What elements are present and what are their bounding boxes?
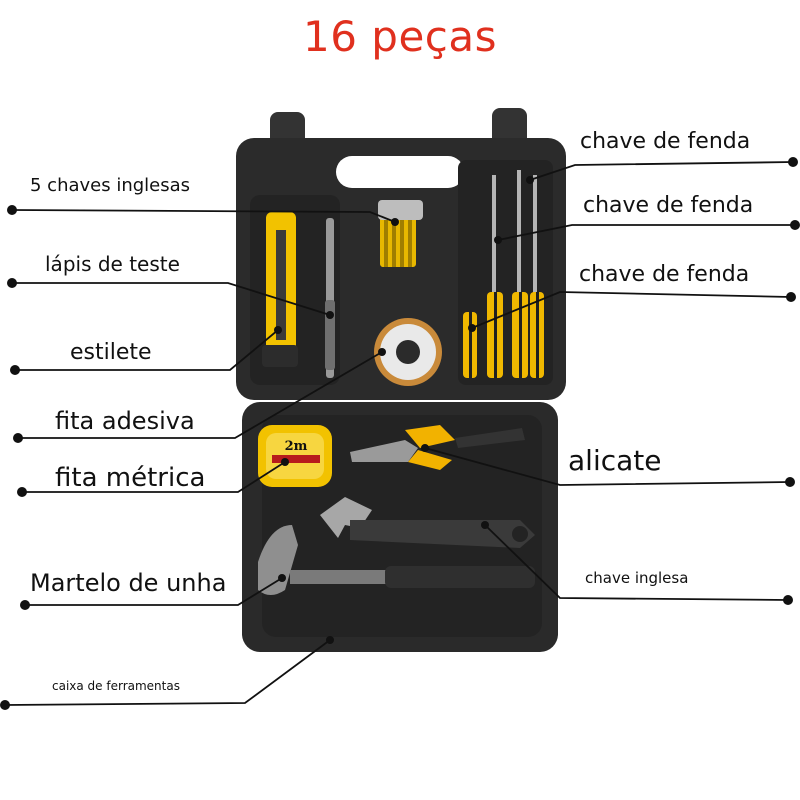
label-tape-measure: fita métrica — [55, 463, 206, 493]
label-toolbox-case: caixa de ferramentas — [52, 679, 180, 693]
voltage-tester — [325, 218, 335, 378]
adjustable-wrench — [320, 497, 535, 548]
label-pliers: alicate — [568, 444, 662, 477]
pliers — [350, 425, 525, 470]
utility-knife — [262, 212, 298, 367]
tape-measure-print: 2m — [285, 439, 308, 454]
page-title: 16 peças — [302, 12, 497, 61]
leader-lines — [0, 157, 800, 710]
label-adjustable-wrench: chave inglesa — [585, 569, 689, 587]
hex-keys — [378, 200, 423, 267]
label-adhesive-tape: fita adesiva — [55, 407, 195, 435]
label-screwdriver-3: chave de fenda — [579, 262, 750, 287]
label-screwdriver-1: chave de fenda — [580, 129, 751, 154]
label-voltage-tester: lápis de teste — [45, 252, 180, 276]
label-hex-keys: 5 chaves inglesas — [30, 175, 191, 196]
claw-hammer — [258, 525, 535, 595]
label-claw-hammer: Martelo de unha — [30, 569, 227, 597]
tape-measure: 2m — [258, 425, 332, 487]
label-screwdriver-2: chave de fenda — [583, 193, 754, 218]
case-handle-slot — [336, 156, 464, 188]
label-utility-knife: estilete — [70, 340, 152, 365]
adhesive-tape — [374, 318, 442, 386]
